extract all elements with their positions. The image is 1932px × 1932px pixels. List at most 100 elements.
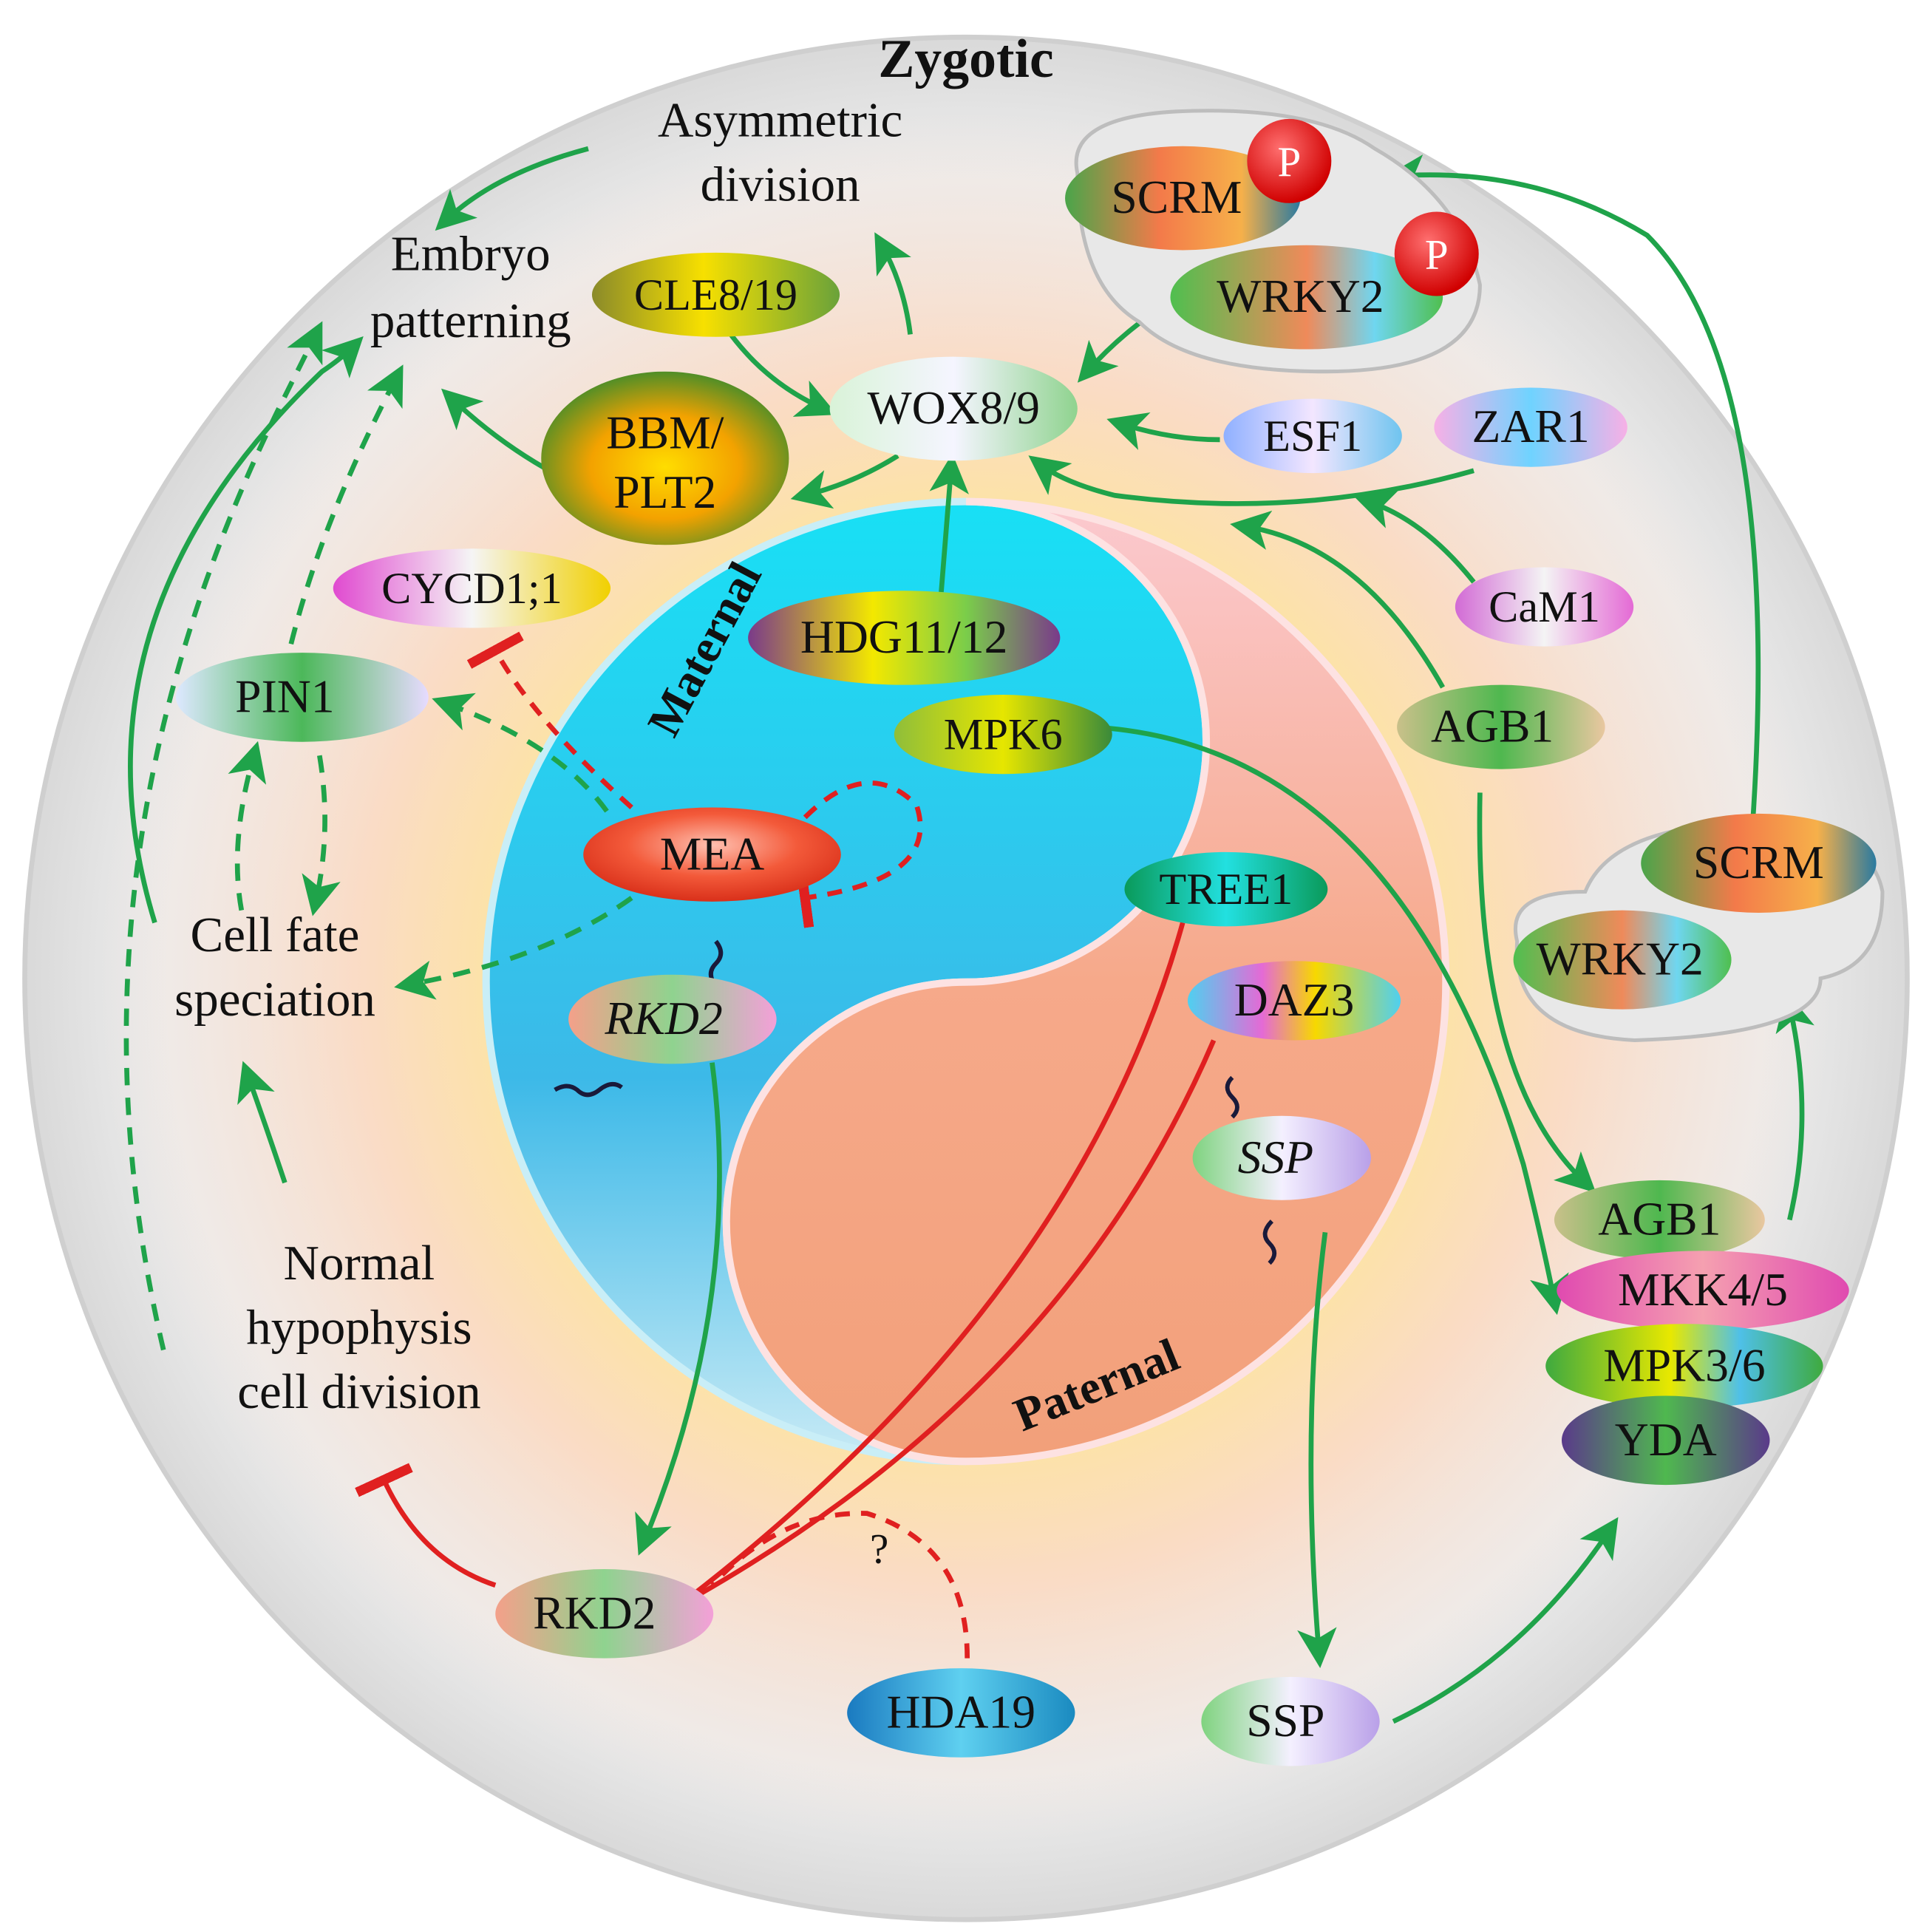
edge-mea-to-pin1-dashed [432, 693, 609, 813]
zygotic-label: Zygotic [878, 28, 1053, 89]
edge-agb1-to-pathway [1230, 510, 1446, 689]
tree1-label: TREE1 [1159, 865, 1293, 914]
yda-label: YDA [1615, 1413, 1717, 1466]
daz3-label: DAZ3 [1234, 973, 1355, 1026]
wox-label: WOX8/9 [868, 381, 1040, 434]
wrky2-node-top[interactable] [1170, 245, 1443, 350]
rkd2-node[interactable] [495, 1569, 714, 1659]
ssp-mrna-squiggle-bottom [1262, 1220, 1277, 1265]
scrm-node-right[interactable] [1641, 813, 1877, 913]
cell-fate-line1: Cell fate [191, 908, 360, 962]
bbm-plt2-node[interactable] [541, 371, 789, 545]
edge-ssp-to-yda [1392, 1517, 1619, 1724]
rkd2-mrna-squiggle-bottom [554, 1082, 623, 1098]
embryo-patterning-line2: patterning [370, 293, 571, 348]
agb1-node-top[interactable] [1397, 684, 1605, 769]
cycd-node[interactable] [333, 548, 611, 628]
phospho-label-2: P [1425, 232, 1449, 279]
edge-scrm-to-phospho [1384, 154, 1761, 828]
paternal-region [722, 497, 1450, 1466]
mea-label: MEA [660, 827, 764, 880]
daz3-node[interactable] [1187, 961, 1401, 1041]
mpk6-label: MPK6 [944, 710, 1063, 760]
activation-edges [128, 146, 1814, 1724]
cam1-node[interactable] [1455, 567, 1634, 647]
mea-node[interactable] [583, 807, 841, 902]
zar1-node[interactable] [1434, 387, 1627, 467]
hdg-node[interactable] [748, 591, 1061, 685]
yda-node[interactable] [1561, 1395, 1770, 1486]
inhibition-edges [355, 922, 1217, 1630]
edge-wox-to-bbm [790, 453, 899, 509]
edge-cle-to-wox [728, 333, 837, 417]
edge-hypo-to-cellfate [237, 1061, 288, 1184]
ssp-mrna-node[interactable] [1192, 1115, 1371, 1200]
bbm-label-line2: PLT2 [613, 466, 716, 518]
rkd2-mrna-node[interactable] [568, 974, 777, 1064]
hda19-label: HDA19 [887, 1686, 1036, 1738]
cle-label: CLE8/19 [634, 271, 797, 320]
agb1-label-bottom: AGB1 [1598, 1193, 1721, 1245]
ssp-node[interactable] [1201, 1676, 1380, 1766]
mpk6-node[interactable] [894, 695, 1112, 775]
embryo-patterning-line1: Embryo [391, 226, 551, 281]
edge-mea-self-inhibit-dashed [796, 780, 923, 928]
wrky2-node-right[interactable] [1513, 910, 1732, 1010]
hdg-label: HDG11/12 [800, 610, 1008, 663]
cell-fate-line2: speciation [174, 972, 375, 1027]
scrm-node-top[interactable] [1065, 146, 1301, 251]
phospho-badge-1 [1247, 118, 1332, 203]
zar1-label: ZAR1 [1472, 400, 1590, 452]
esf1-label: ESF1 [1263, 412, 1362, 461]
scrm-label-top: SCRM [1111, 171, 1242, 223]
hda19-node[interactable] [847, 1668, 1075, 1758]
edge-bbm-to-embryo [441, 388, 546, 471]
pin1-label: PIN1 [235, 670, 334, 722]
dashed-inhibition-edges [466, 631, 970, 1685]
mkk45-label: MKK4/5 [1618, 1263, 1788, 1316]
rkd2-mrna-label: RKD2 [605, 992, 723, 1044]
tree1-node[interactable] [1124, 851, 1328, 927]
edge-daz3-inhibits-rkd2 [692, 1039, 1217, 1600]
edge-rkd2-inhibits-hypo [355, 1463, 497, 1588]
edge-rkd2mrna-to-rkd2 [635, 1062, 722, 1556]
mrna-squiggles [554, 939, 1277, 1265]
unknown-mark: ? [870, 1526, 888, 1573]
rkd2-label: RKD2 [533, 1586, 656, 1639]
mkk45-node[interactable] [1557, 1251, 1849, 1330]
asymmetric-division-line2: division [701, 157, 860, 211]
hypophysis-line2: hypophysis [246, 1300, 472, 1355]
asymmetric-division-line1: Asymmetric [658, 92, 902, 147]
phospho-label-1: P [1277, 139, 1301, 186]
edge-cellfate-to-embryo [128, 336, 364, 924]
edge-hda19-to-rkd2-dashed [710, 1511, 970, 1685]
edge-cellfate-to-pin1-dashed [228, 741, 267, 911]
scrm-wrky2-complex: SCRM WRKY2 [1513, 813, 1885, 1043]
cycd-label: CYCD1;1 [381, 564, 562, 613]
esf1-node[interactable] [1223, 398, 1402, 474]
wox-node[interactable] [829, 356, 1078, 461]
edge-hdg-to-wox [929, 453, 969, 593]
agb1-label-top: AGB1 [1431, 700, 1554, 752]
agb1-node-bottom[interactable] [1554, 1180, 1765, 1260]
edge-pin1-to-embryo-dashed [288, 364, 404, 645]
edge-zar1-to-wox [1028, 455, 1474, 506]
edge-tree1-inhibits-rkd2 [659, 922, 1186, 1630]
wrky2-label-top: WRKY2 [1217, 270, 1384, 322]
cle-node[interactable] [591, 252, 840, 337]
dashed-activation-edges [123, 321, 633, 1351]
scrm-label-right: SCRM [1693, 836, 1824, 888]
edge-mpk6-to-mpk36 [1108, 725, 1569, 1316]
hypophysis-line1: Normal [284, 1236, 435, 1290]
edge-complex-to-scrm [1775, 991, 1814, 1221]
mpk36-node[interactable] [1545, 1324, 1823, 1409]
bbm-label-line1: BBM/ [606, 407, 724, 459]
edge-agb1-to-agb1 [1477, 792, 1596, 1194]
edge-mea-inhibits-cycd-dashed [466, 631, 633, 810]
edge-sspmrna-to-ssp [1297, 1231, 1337, 1669]
pin1-node[interactable] [175, 653, 429, 742]
ssp-mrna-squiggle-top [1225, 1075, 1239, 1119]
edge-esf1-to-wox [1106, 412, 1220, 450]
